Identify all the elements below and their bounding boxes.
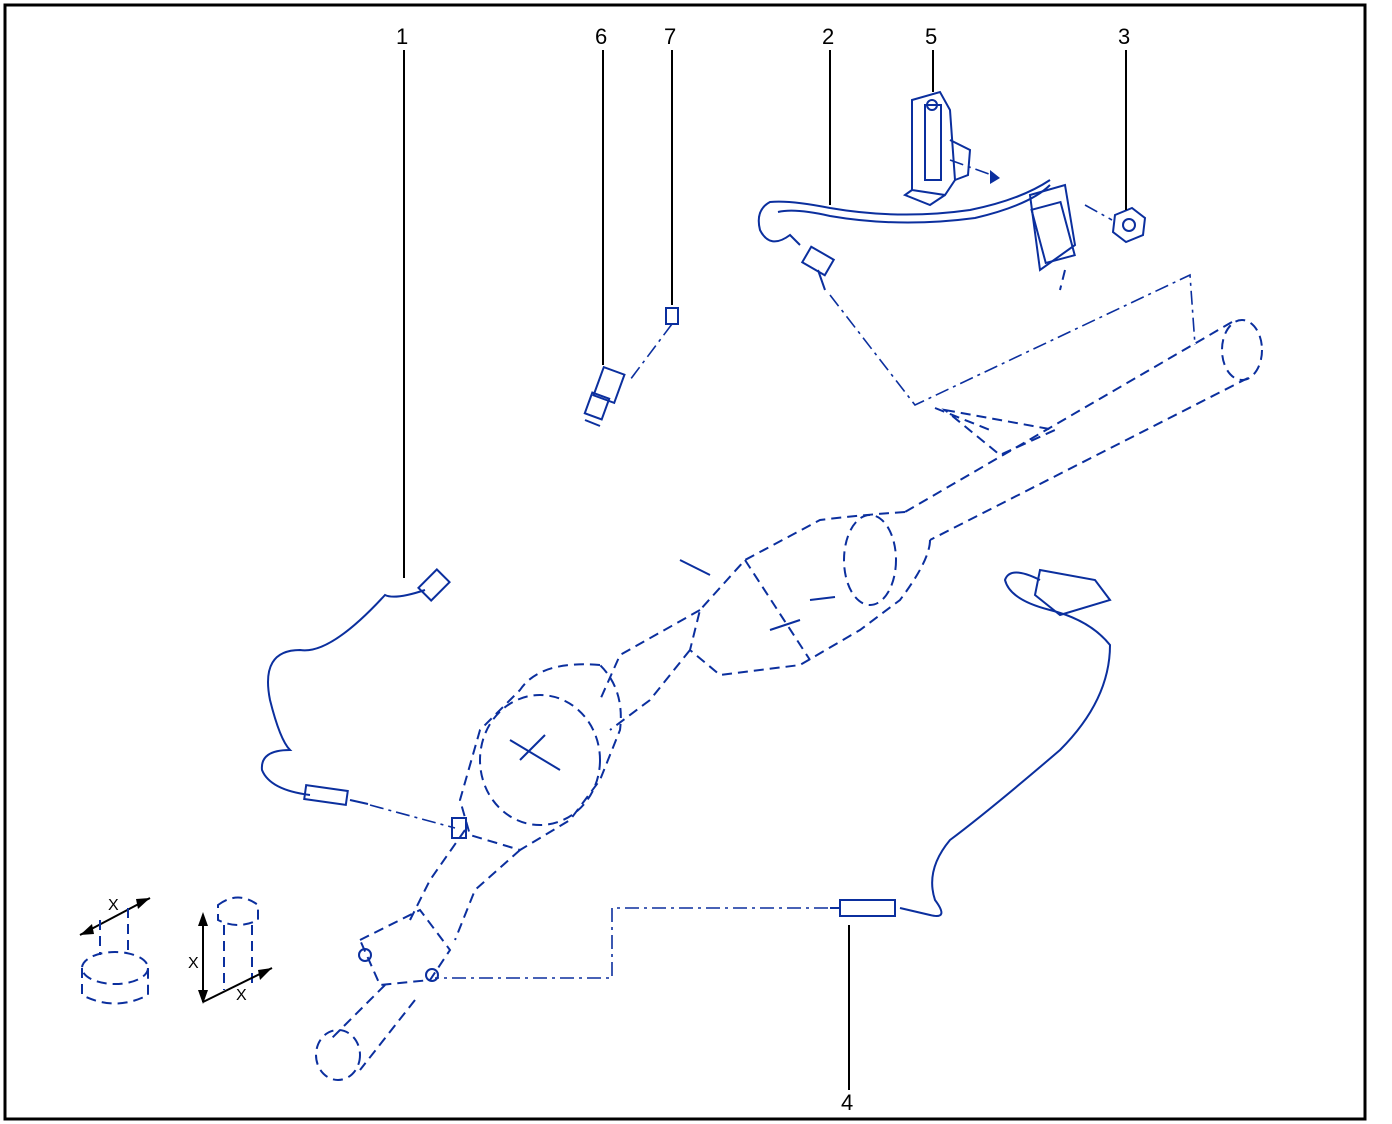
callout-5: 5	[925, 24, 937, 49]
callout-2: 2	[822, 24, 834, 49]
part-6-sensor	[583, 365, 626, 427]
bolt-dimension-symbol: X X	[188, 896, 273, 1004]
frame	[3, 3, 1367, 1121]
callout-4: 4	[841, 1090, 853, 1115]
part-7-bolt	[629, 307, 679, 381]
callout-1: 1	[396, 24, 408, 49]
callout-3: 3	[1118, 24, 1130, 49]
exhaust-pipe-assembly	[315, 319, 1263, 1081]
part-2-oxygen-sensor-with-harness	[757, 179, 1196, 406]
part-5-bracket	[902, 90, 1001, 207]
part-3-nut	[1084, 204, 1147, 244]
part-4-lower-oxygen-sensor	[435, 568, 1112, 979]
dimension-label-bolt-diameter: X	[236, 987, 247, 1004]
dimension-label-nut: X	[108, 897, 119, 914]
callout-7: 7	[664, 24, 676, 49]
part-1-upstream-oxygen-sensor	[260, 568, 467, 839]
nut-dimension-symbol: X	[79, 897, 151, 1005]
callout-leaders	[403, 50, 1127, 1090]
dimension-label-bolt-length: X	[188, 955, 199, 972]
callout-6: 6	[595, 24, 607, 49]
